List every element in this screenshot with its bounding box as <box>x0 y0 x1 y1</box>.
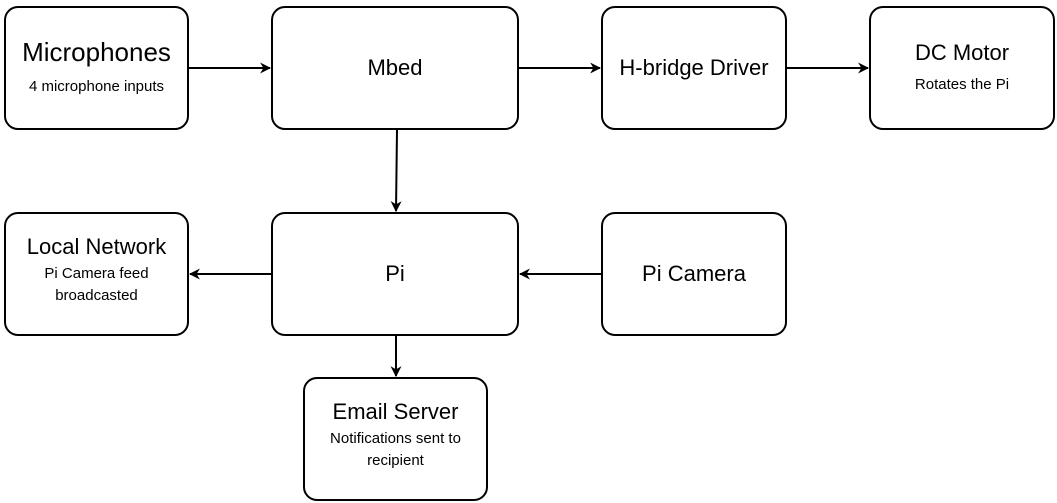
node-email-server: Email Server Notifications sent to recip… <box>303 377 488 501</box>
node-microphones: Microphones 4 microphone inputs <box>4 6 189 130</box>
node-mbed-title: Mbed <box>367 55 423 81</box>
node-local-network-title: Local Network <box>26 233 167 259</box>
node-microphones-desc: 4 microphone inputs <box>28 78 165 96</box>
node-dc-motor-title: DC Motor <box>914 40 1010 66</box>
node-pi-camera: Pi Camera <box>601 212 787 336</box>
node-pi-camera-title: Pi Camera <box>642 261 746 287</box>
node-email-server-title: Email Server <box>332 398 459 424</box>
node-hbridge-driver-title: H-bridge Driver <box>619 55 769 81</box>
node-email-server-desc: Notifications sent to recipient <box>330 429 461 469</box>
node-local-network-desc: Pi Camera feed broadcasted <box>44 264 149 304</box>
edge-mbed-to-pi <box>390 129 402 213</box>
node-pi-title: Pi <box>385 261 405 287</box>
node-local-network: Local Network Pi Camera feed broadcasted <box>4 212 189 336</box>
node-dc-motor: DC Motor Rotates the Pi <box>869 6 1055 130</box>
node-microphones-title: Microphones <box>22 37 171 68</box>
node-hbridge-driver: H-bridge Driver <box>601 6 787 130</box>
node-mbed: Mbed <box>271 6 519 130</box>
node-pi: Pi <box>271 212 519 336</box>
node-dc-motor-desc: Rotates the Pi <box>914 75 1010 93</box>
